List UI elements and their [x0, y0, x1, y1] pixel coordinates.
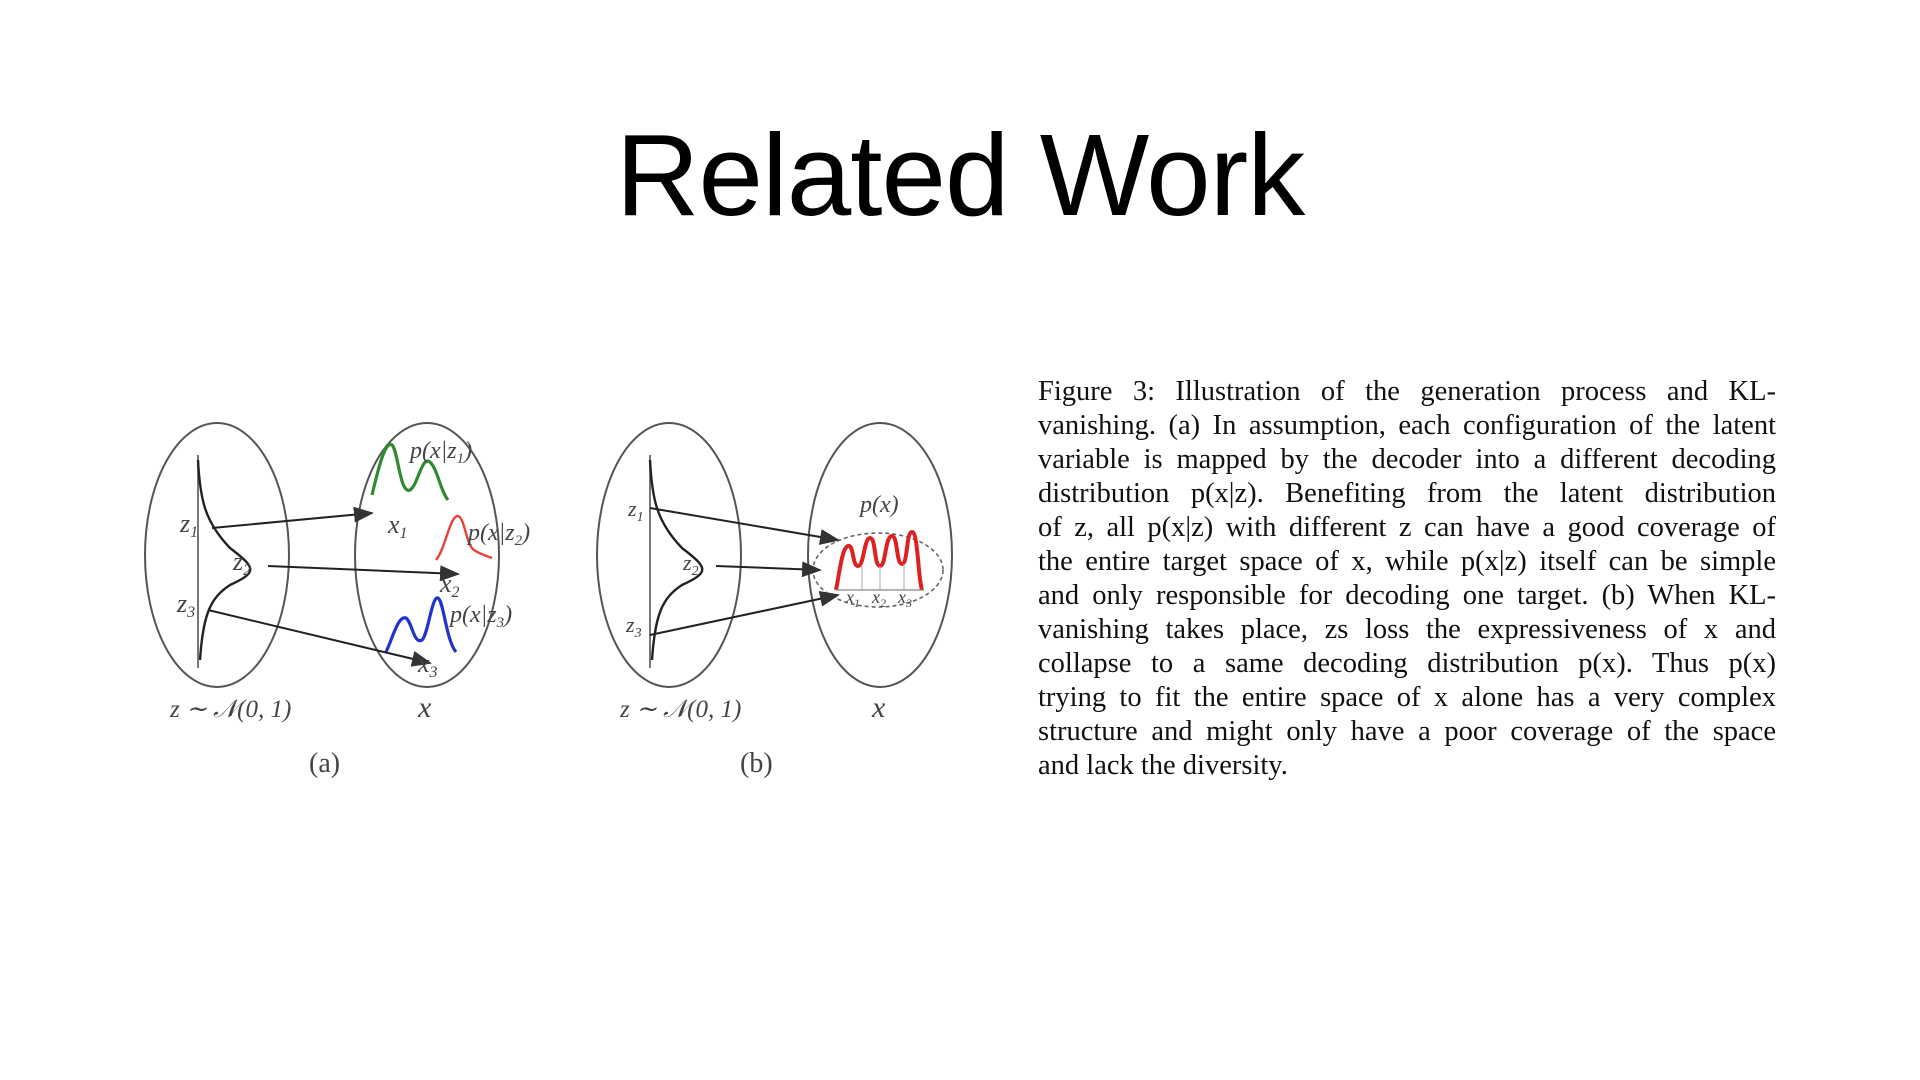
panel-a-label: (a)	[309, 748, 340, 779]
caption-line: vanishing. (a) In assumption, each confi…	[1038, 410, 1776, 441]
arrow-z1-px	[649, 507, 840, 545]
caption-line: variable is mapped by the decoder into a…	[1038, 444, 1776, 475]
target-space-label-b: x	[871, 691, 886, 724]
caption-line: trying to fit the entire space of x alon…	[1038, 682, 1776, 713]
latent-distribution-label-a: z ∼ 𝒩(0, 1)	[169, 696, 291, 723]
distribution-z2-label: p(x|z2)	[466, 520, 530, 549]
slide-title: Related Work	[615, 110, 1306, 240]
caption-line: and only responsible for decoding one ta…	[1038, 580, 1776, 611]
panel-b: z1 z2 z3 p(x) x1 x2 x3 z ∼ 𝒩(0, 1) x (b)	[596, 422, 953, 779]
target-ellipse-b	[807, 422, 953, 688]
panel-a: z1 z2 z3 p(x|z1) x1 p(x|z2) x2 p(x|z3) x…	[144, 422, 530, 779]
arrow-z2-x2	[267, 565, 460, 582]
arrow-z1-x1	[211, 506, 374, 529]
caption-line: Figure 3: Illustration of the generation…	[1038, 376, 1776, 407]
collapsed-distribution-label: p(x)	[858, 492, 899, 518]
caption-line: vanishing takes place, zs loss the expre…	[1038, 614, 1776, 645]
distribution-z2-curve	[435, 514, 493, 561]
latent-gaussian-b	[648, 459, 704, 661]
z3-label-a: z3	[176, 589, 195, 621]
distribution-z1-label: p(x|z1)	[408, 438, 472, 467]
x3-label-a: x3	[417, 649, 438, 681]
latent-distribution-label-b: z ∼ 𝒩(0, 1)	[619, 696, 741, 723]
distribution-z3-label: p(x|z3)	[448, 602, 512, 631]
latent-gaussian-a	[196, 459, 252, 661]
target-ellipse-a	[354, 422, 500, 688]
target-space-label-a: x	[417, 691, 432, 724]
collapsed-distribution-curve	[834, 529, 924, 591]
arrow-z3-x3	[207, 609, 432, 667]
z1-label-a: z1	[179, 509, 198, 541]
distribution-z3-curve	[384, 596, 458, 654]
panel-b-label: (b)	[740, 748, 773, 779]
caption-line: and lack the diversity.	[1038, 750, 1288, 781]
caption-line: structure and might only have a poor cov…	[1038, 716, 1776, 747]
z2-label-a: z2	[232, 547, 251, 579]
caption-line: collapse to a same decoding distribution…	[1038, 648, 1776, 679]
latent-ellipse-b	[596, 422, 742, 688]
figure-caption: Figure 3: Illustration of the generation…	[1038, 375, 1776, 783]
z3-label-b: z3	[625, 612, 642, 641]
arrow-z3-px	[649, 590, 840, 636]
distribution-z1-curve	[370, 442, 450, 501]
caption-line: of z, all p(x|z) with different z can ha…	[1038, 512, 1776, 543]
z2-label-b: z2	[682, 550, 699, 579]
arrow-z2-px	[715, 561, 822, 578]
caption-line: distribution p(x|z). Benefiting from the…	[1038, 478, 1776, 509]
x1-label-a: x1	[387, 510, 408, 542]
latent-ellipse-a	[144, 422, 290, 688]
caption-line: the entire target space of x, while p(x|…	[1038, 546, 1776, 577]
z1-label-b: z1	[627, 496, 644, 525]
